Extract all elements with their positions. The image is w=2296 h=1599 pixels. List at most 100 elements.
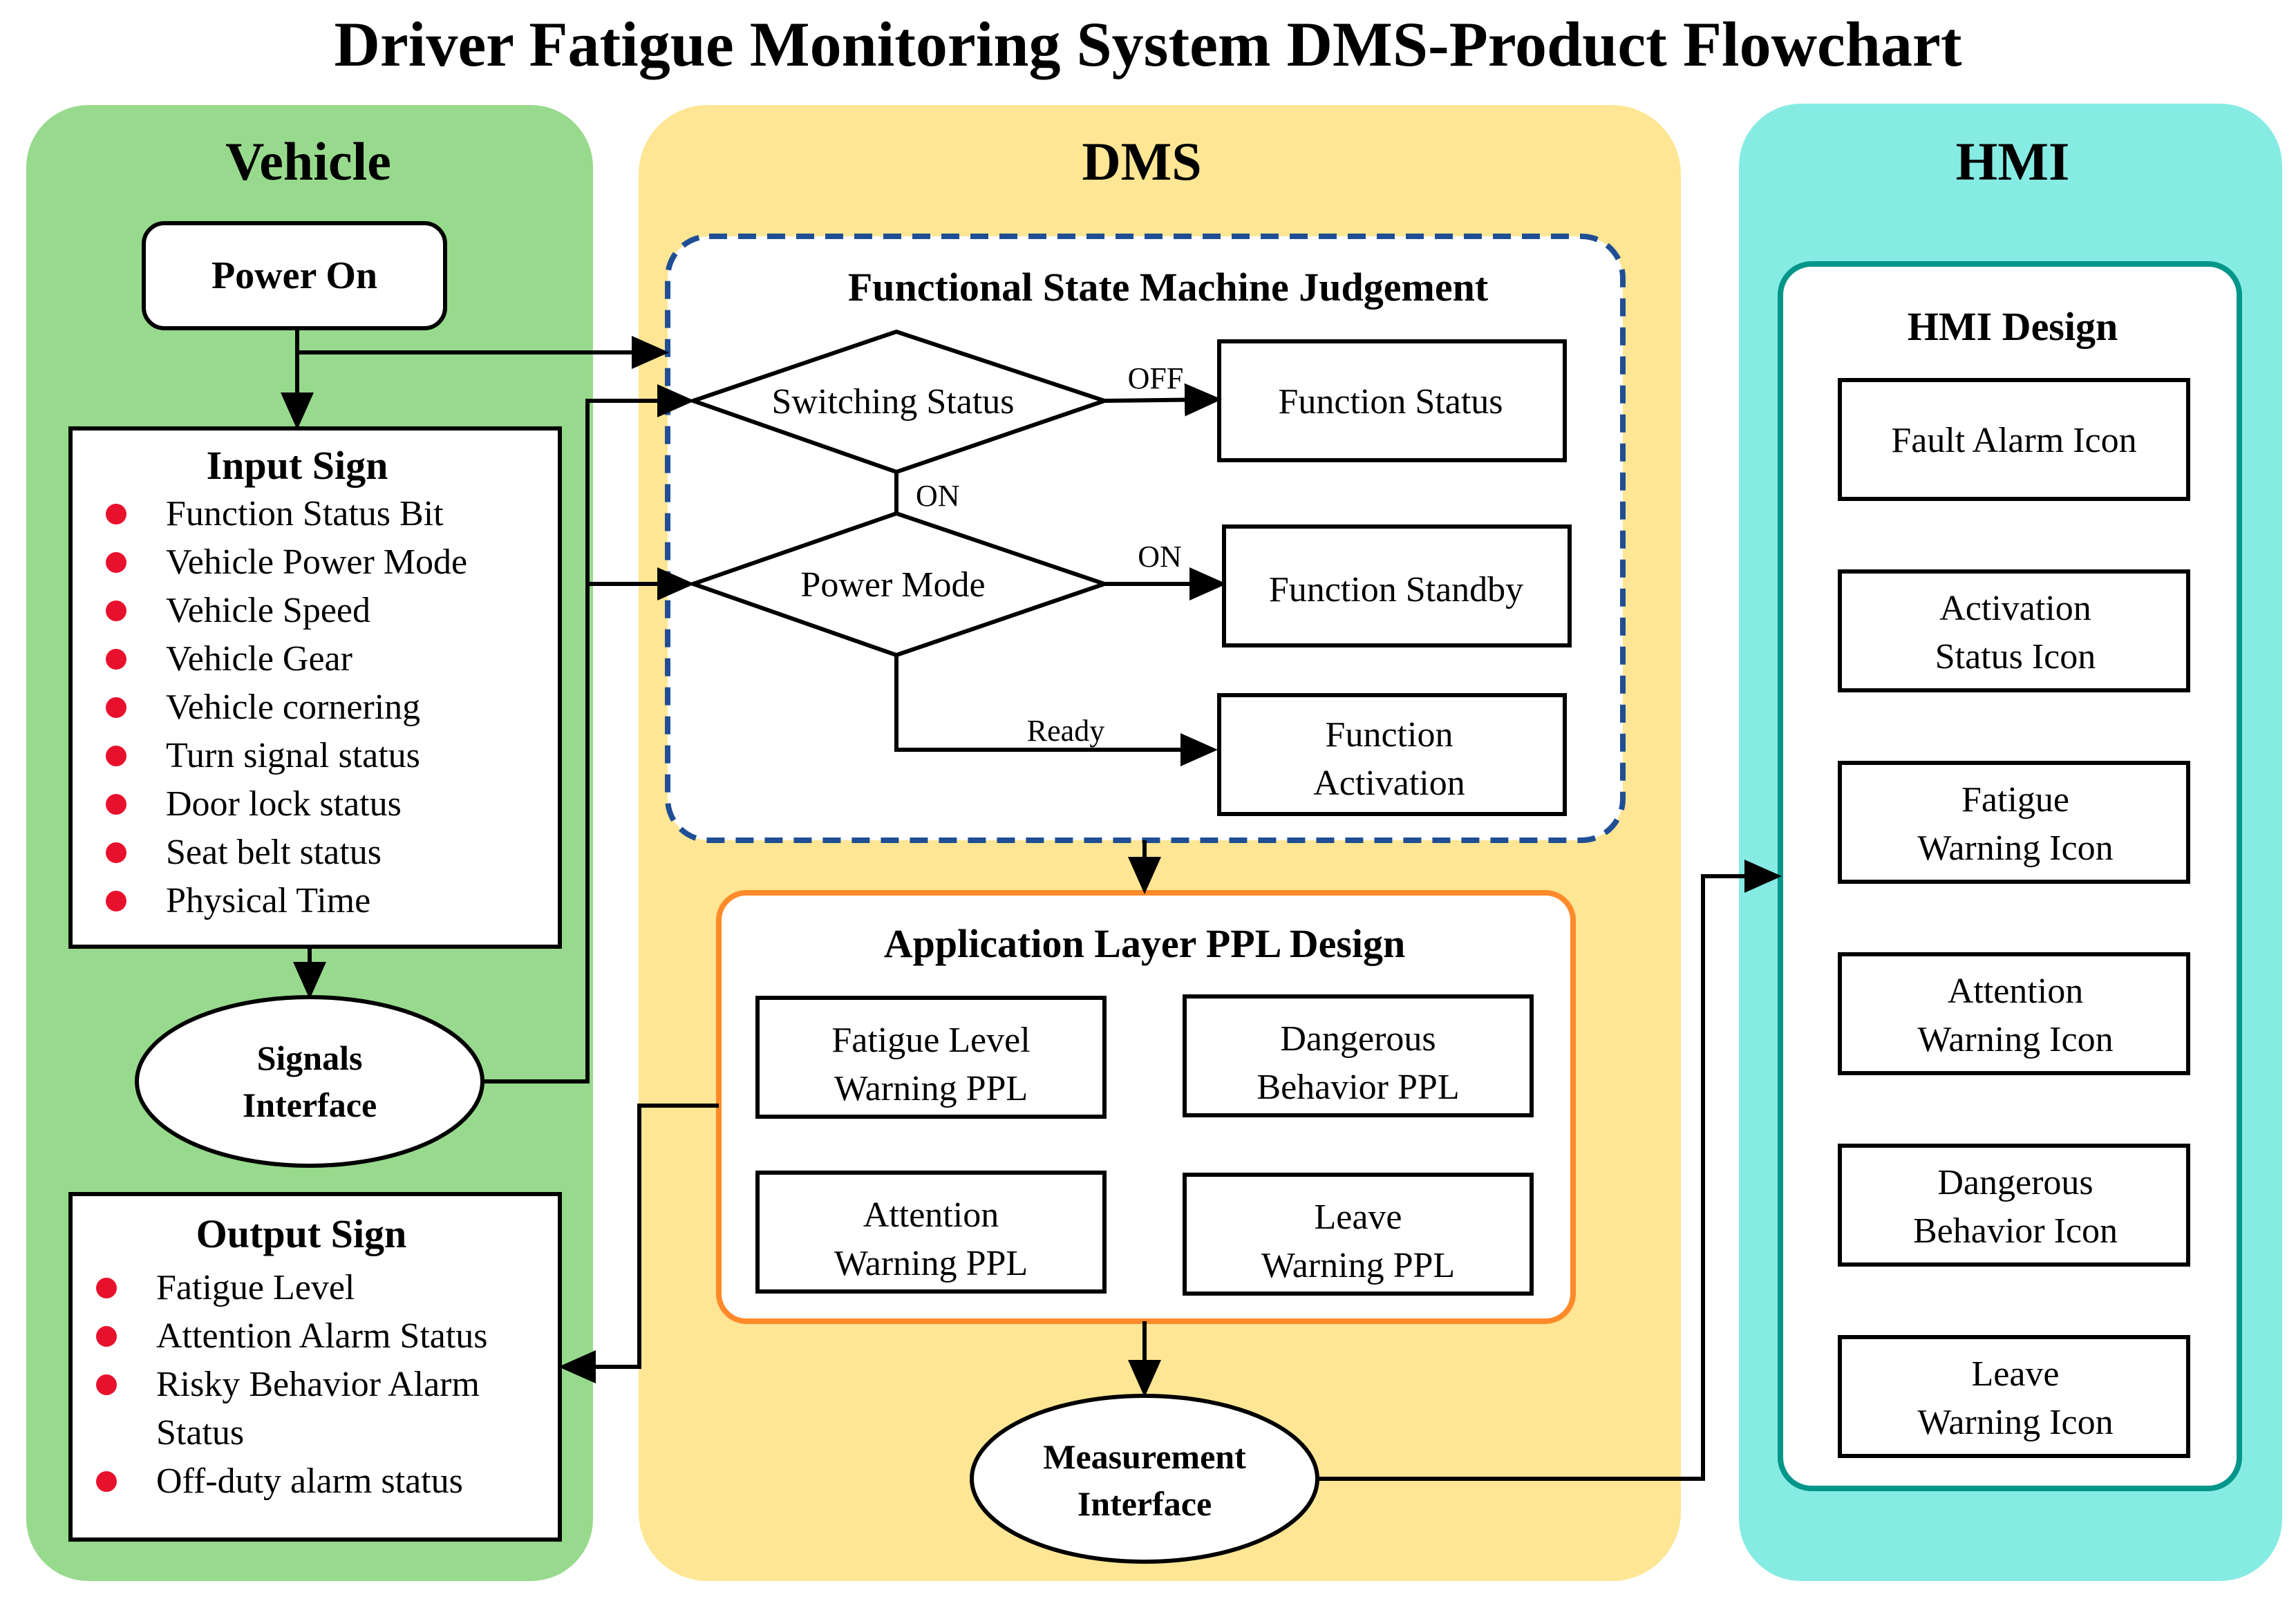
- bullet-icon: [106, 746, 126, 766]
- output-sign-item: Status: [156, 1413, 244, 1453]
- bullet-icon: [106, 600, 126, 621]
- power-on-node: Power On: [142, 221, 447, 330]
- switching-status-label: Switching Status: [771, 382, 1014, 422]
- edge-switching-to-status: [1104, 383, 1222, 417]
- function-status-label: Function Status: [1278, 382, 1503, 422]
- edge-ready-label: Ready: [1027, 714, 1104, 748]
- hmi-icon-label: Status Icon: [1935, 637, 2096, 676]
- input-sign-item: Turn signal status: [166, 736, 420, 775]
- output-sign-item: Risky Behavior Alarm: [156, 1365, 480, 1404]
- hmi-icon-label: Behavior Icon: [1913, 1211, 2118, 1251]
- hmi-icon-box: Fault Alarm Icon: [1838, 378, 2190, 501]
- bullet-icon: [96, 1374, 117, 1395]
- hmi-icon-label: Attention: [1948, 972, 2083, 1011]
- edge-on-right-label: ON: [1138, 540, 1182, 574]
- output-sign-title: Output Sign: [196, 1211, 407, 1256]
- function-status-node: Function Status: [1217, 339, 1567, 462]
- power-mode-label: Power Mode: [800, 565, 985, 605]
- hmi-icon-label: Warning Icon: [1917, 1020, 2113, 1059]
- hmi-lane-title: HMI: [1956, 131, 2070, 191]
- edge-on-down-label: ON: [916, 479, 960, 513]
- bullet-icon: [106, 842, 126, 863]
- edge-measurement-to-hmi: [1317, 860, 1782, 1481]
- switching-status-decision: Switching Status: [686, 329, 1111, 475]
- function-standby-node: Function Standby: [1222, 524, 1572, 647]
- ppl-box-label: Fatigue Level: [831, 1021, 1030, 1060]
- measurement-interface-line-2: Interface: [1078, 1484, 1212, 1523]
- hmi-icon-label: Warning Icon: [1917, 829, 2113, 868]
- hmi-design-group: HMI Design Fault Alarm IconActivationSta…: [1778, 261, 2242, 1491]
- output-sign-item: Attention Alarm Status: [156, 1316, 488, 1356]
- edge-off-label: OFF: [1128, 361, 1184, 395]
- ppl-box-label: Attention: [863, 1195, 999, 1235]
- input-sign-item: Door lock status: [166, 784, 402, 824]
- input-sign-item: Vehicle Power Mode: [166, 542, 467, 582]
- state-machine-group: Functional State Machine Judgement Switc…: [665, 234, 1626, 843]
- output-sign-item: Off-duty alarm status: [156, 1461, 463, 1501]
- bullet-icon: [106, 697, 126, 718]
- input-sign-item: Function Status Bit: [166, 494, 444, 533]
- hmi-icon-label: Leave: [1971, 1354, 2059, 1394]
- vehicle-lane-title: Vehicle: [225, 131, 391, 191]
- ppl-design-group: Application Layer PPL Design Fatigue Lev…: [716, 890, 1576, 1324]
- bullet-icon: [106, 794, 126, 815]
- bullet-icon: [96, 1278, 117, 1298]
- state-machine-title: Functional State Machine Judgement: [848, 265, 1489, 310]
- hmi-icon-label: Activation: [1939, 589, 2091, 628]
- function-standby-label: Function Standby: [1269, 570, 1523, 609]
- function-activation-node: Function Activation: [1217, 693, 1567, 816]
- ppl-box-label: Warning PPL: [834, 1069, 1028, 1108]
- power-mode-decision: Power Mode: [686, 511, 1111, 658]
- edge-ppl-to-output: [558, 1104, 719, 1383]
- bullet-icon: [96, 1471, 117, 1492]
- measurement-interface-node: Measurement Interface: [970, 1394, 1319, 1564]
- output-sign-item: Fatigue Level: [156, 1268, 355, 1307]
- input-sign-item: Vehicle Gear: [166, 639, 352, 679]
- hmi-icon-label: Warning Icon: [1917, 1403, 2113, 1442]
- bullet-icon: [106, 552, 126, 573]
- dms-lane-title: DMS: [1082, 131, 1201, 191]
- input-sign-item: Vehicle Speed: [166, 591, 370, 630]
- ppl-box-label: Behavior PPL: [1257, 1068, 1459, 1107]
- function-activation-line-2: Activation: [1313, 764, 1465, 803]
- ppl-box-label: Warning PPL: [1261, 1246, 1455, 1285]
- bullet-icon: [106, 649, 126, 670]
- function-activation-line-1: Function: [1326, 715, 1453, 755]
- diagram-title: Driver Fatigue Monitoring System DMS-Pro…: [335, 9, 1962, 79]
- ppl-design-title: Application Layer PPL Design: [884, 921, 1406, 966]
- measurement-interface-line-1: Measurement: [1043, 1437, 1246, 1476]
- hmi-icon-label: Fault Alarm Icon: [1891, 421, 2136, 460]
- ppl-box-label: Warning PPL: [834, 1244, 1028, 1283]
- input-sign-item: Vehicle cornering: [166, 688, 420, 727]
- hmi-design-title: HMI Design: [1908, 304, 2118, 349]
- hmi-icon-label: Dangerous: [1937, 1163, 2093, 1202]
- bullet-icon: [106, 504, 126, 524]
- hmi-icon-label: Fatigue: [1961, 780, 2069, 820]
- bullet-icon: [96, 1326, 117, 1347]
- bullet-icon: [106, 891, 126, 911]
- input-sign-item: Seat belt status: [166, 833, 382, 872]
- signals-interface-line-1: Signals: [257, 1039, 363, 1077]
- signals-interface-line-2: Interface: [243, 1086, 377, 1124]
- ppl-box-label: Leave: [1314, 1198, 1402, 1237]
- input-sign-item: Physical Time: [166, 881, 370, 920]
- edge-signals-to-switching: [482, 384, 695, 1084]
- edge-power-to-activation: [894, 655, 1218, 766]
- input-sign-title: Input Sign: [207, 443, 388, 488]
- signals-interface-node: Signals Interface: [135, 995, 484, 1168]
